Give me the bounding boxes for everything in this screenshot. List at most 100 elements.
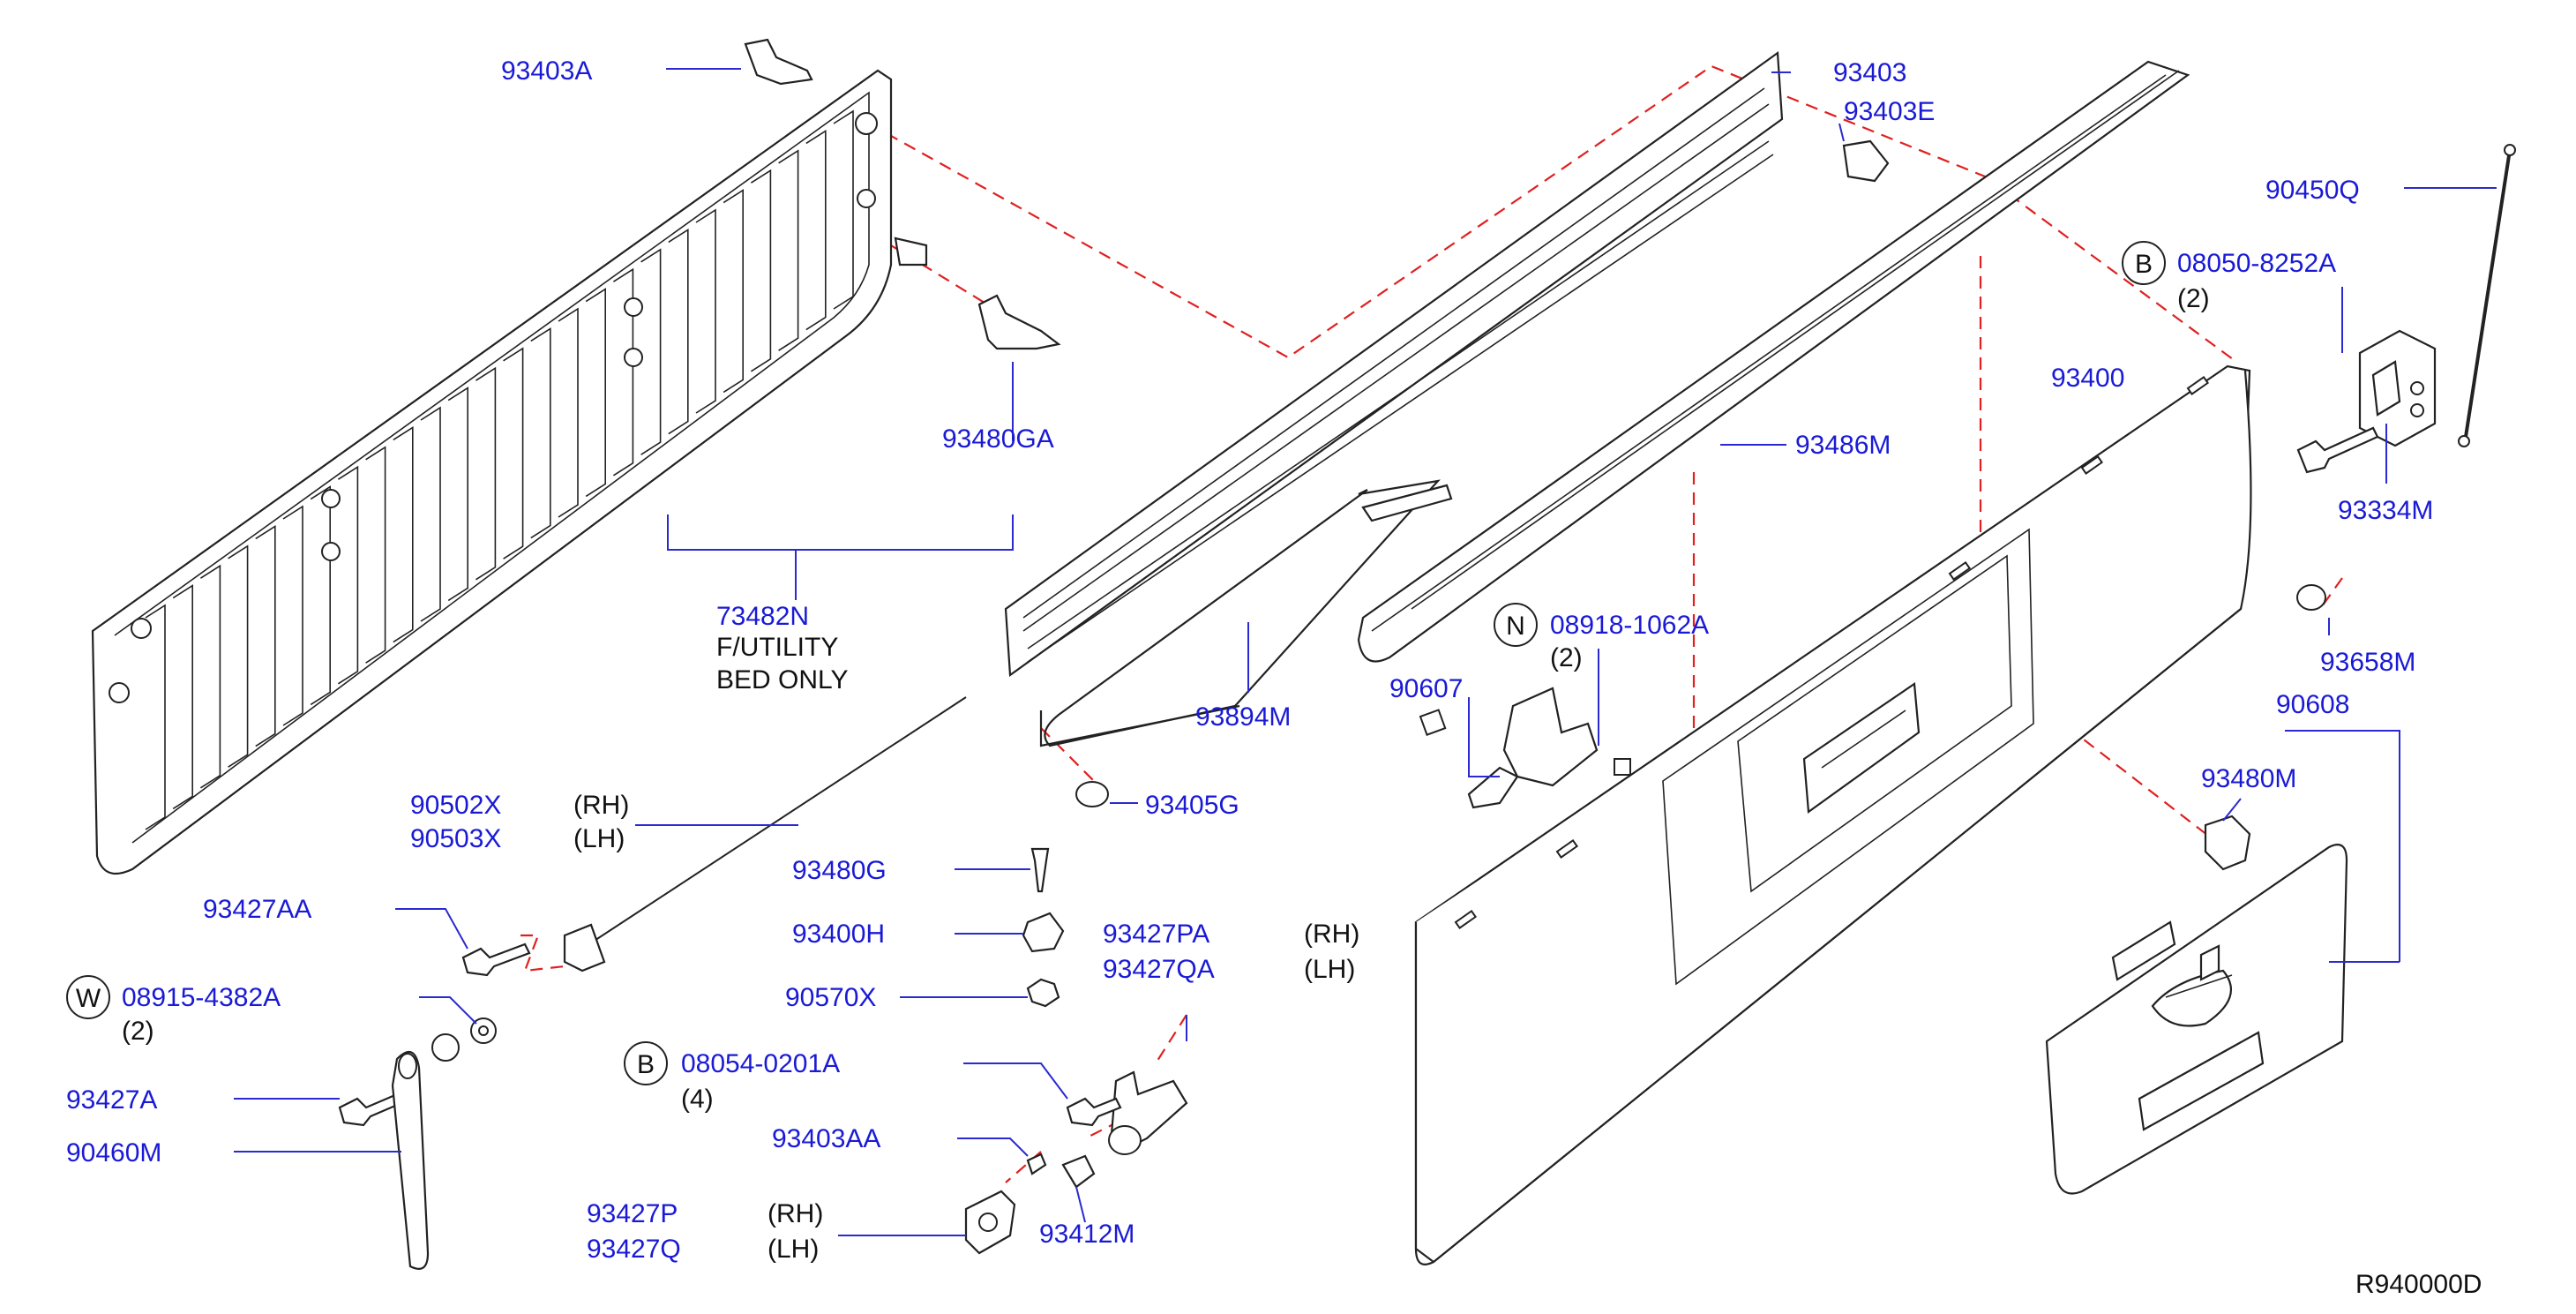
label-93894M[interactable]: 93894M — [1195, 702, 1291, 732]
label-93427AA[interactable]: 93427AA — [203, 895, 311, 924]
tailgate-top-protector-drawing — [1004, 50, 1784, 747]
plug-93658M — [2296, 584, 2326, 611]
finisher-rib — [228, 544, 249, 768]
label-90503X[interactable]: 90503X — [410, 824, 501, 853]
label-93427A[interactable]: 93427A — [66, 1085, 157, 1115]
finisher-rib — [447, 387, 468, 602]
finisher-rib — [750, 169, 772, 372]
bracket-93334M — [2358, 329, 2437, 447]
label-08054[interactable]: 08054-0201A — [681, 1049, 840, 1078]
label-93480G[interactable]: 93480G — [792, 856, 887, 885]
label-93480M[interactable]: 93480M — [2201, 764, 2296, 793]
small-parts — [338, 38, 2516, 1270]
clip-93480M — [2204, 815, 2251, 871]
cable-90502X — [563, 696, 967, 972]
label-90607[interactable]: 90607 — [1389, 674, 1463, 703]
finisher-rib — [503, 347, 524, 559]
finisher-rib — [585, 288, 606, 498]
label-73482N[interactable]: 73482N — [716, 602, 809, 631]
finisher-rib — [833, 109, 854, 310]
label-90460M[interactable]: 90460M — [66, 1138, 161, 1168]
bolt-93427AA — [461, 942, 531, 977]
label-90608[interactable]: 90608 — [2276, 690, 2349, 719]
diagram-code: R940000D — [2355, 1270, 2482, 1299]
clip-93403A — [744, 38, 813, 86]
bolt-93427A — [338, 1092, 403, 1127]
label-93334M[interactable]: 93334M — [2338, 496, 2433, 525]
label-93403A[interactable]: 93403A — [501, 56, 592, 86]
latch-90607 — [1419, 687, 1599, 809]
finisher-rib — [668, 228, 689, 435]
finisher-rib — [558, 307, 579, 518]
finisher-rib — [475, 366, 497, 581]
label-93403E[interactable]: 93403E — [1844, 97, 1935, 126]
label-93486M[interactable]: 93486M — [1795, 431, 1891, 460]
tailgate-slots — [1454, 375, 2210, 929]
label-93427PA[interactable]: 93427PA — [1103, 920, 1209, 949]
cable-90450Q — [2458, 144, 2516, 447]
tailgate-panel-drawing — [1414, 364, 2252, 1265]
part-labels: 93403A 93480GA 73482N F/UTILITY BED ONLY… — [66, 56, 2482, 1299]
label-93400[interactable]: 93400 — [2051, 364, 2124, 393]
tailgate-molding-drawing — [1357, 60, 2190, 663]
label-08915[interactable]: 08915-4382A — [122, 983, 281, 1012]
side-93427PA: (RH) — [1304, 920, 1359, 949]
bolt-90570X — [1026, 978, 1060, 1008]
label-93480GA[interactable]: 93480GA — [942, 424, 1054, 454]
finisher-rib — [640, 248, 662, 455]
label-93427QA[interactable]: 93427QA — [1103, 955, 1215, 984]
label-93405G[interactable]: 93405G — [1145, 791, 1239, 820]
block-93400H — [1022, 912, 1065, 953]
label-93412M[interactable]: 93412M — [1039, 1220, 1134, 1249]
qty-08918: (2) — [1550, 643, 1583, 672]
note-73482N-2: BED ONLY — [716, 665, 849, 695]
handle-bezel-drawing — [2045, 844, 2348, 1195]
prefix-circles: B N W B — [66, 241, 2166, 1085]
qty-08050: (2) — [2177, 284, 2210, 313]
label-93658M[interactable]: 93658M — [2320, 648, 2415, 677]
finisher-rib — [420, 406, 441, 622]
label-93403AA[interactable]: 93403AA — [772, 1124, 880, 1153]
label-93403[interactable]: 93403 — [1833, 58, 1906, 87]
finisher-rib — [365, 446, 386, 664]
finisher-rib — [310, 485, 331, 706]
finisher-rib — [805, 129, 827, 331]
bolt-08050 — [2296, 426, 2379, 474]
label-93427P[interactable]: 93427P — [587, 1199, 678, 1228]
prefix-08050: B — [2135, 250, 2153, 279]
finisher-rib — [530, 327, 551, 539]
prefix-08915: W — [76, 984, 101, 1013]
screw-93480G — [1030, 847, 1050, 893]
label-08050[interactable]: 08050-8252A — [2177, 249, 2336, 278]
finisher-rib — [723, 189, 744, 394]
grommet-93403E — [1842, 139, 1890, 183]
qty-08915: (2) — [122, 1017, 154, 1046]
finisher-rib — [337, 465, 359, 685]
label-08918[interactable]: 08918-1062A — [1550, 611, 1709, 640]
side-93427Q: (LH) — [768, 1235, 819, 1264]
strap-90460M — [391, 1050, 430, 1270]
finisher-rib — [199, 564, 221, 789]
finisher-rib — [282, 505, 303, 726]
qty-08054: (4) — [681, 1085, 714, 1114]
tailgate-inner-finisher-drawing — [91, 69, 928, 875]
side-90502X: (RH) — [573, 791, 629, 820]
bolt-08054 — [1066, 1097, 1122, 1127]
finisher-rib — [778, 149, 799, 351]
rivet-93403AA — [1026, 1153, 1047, 1175]
label-90502X[interactable]: 90502X — [410, 791, 501, 820]
finisher-rib — [393, 425, 414, 643]
label-93400H[interactable]: 93400H — [792, 920, 885, 949]
clip-93480GA — [977, 294, 1061, 350]
cap-93412M — [1061, 1154, 1096, 1189]
label-90450Q[interactable]: 90450Q — [2265, 176, 2360, 205]
plug-93405G — [1075, 781, 1109, 807]
finisher-rib — [695, 208, 716, 414]
prefix-08918: N — [1506, 612, 1525, 641]
label-90570X[interactable]: 90570X — [785, 983, 876, 1012]
leader-lines — [234, 68, 2497, 1236]
hinge-93427P — [964, 1190, 1016, 1255]
side-90503X: (LH) — [573, 824, 625, 853]
label-93427Q[interactable]: 93427Q — [587, 1235, 681, 1264]
